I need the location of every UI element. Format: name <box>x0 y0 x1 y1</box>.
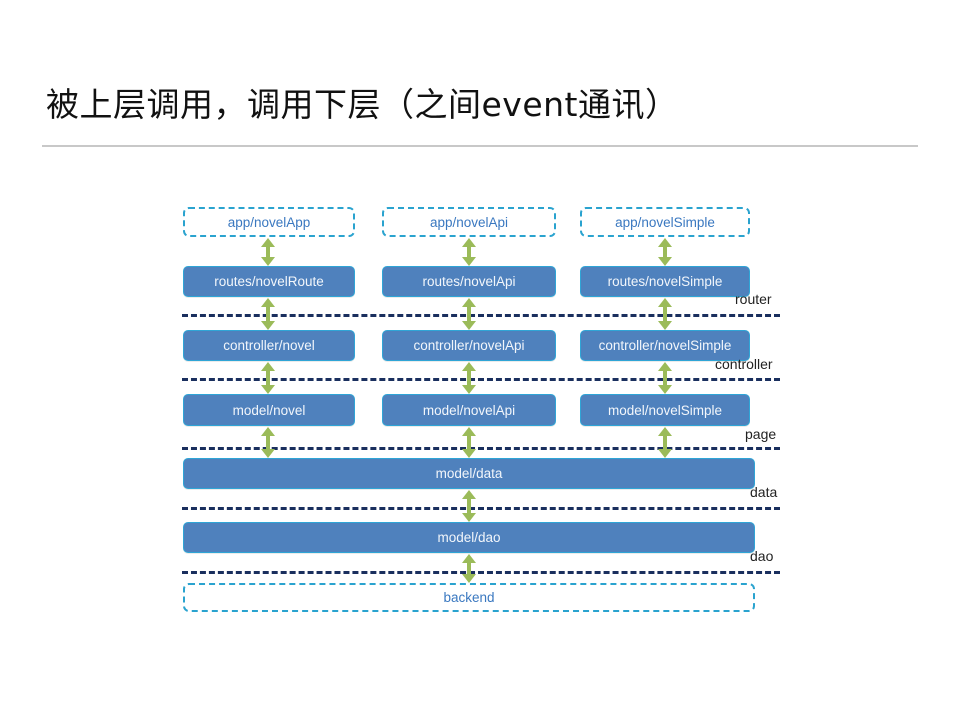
arrow-app-route-col3 <box>658 238 672 266</box>
arrow-dao-backend <box>462 554 476 583</box>
layer-separator-page <box>182 447 780 450</box>
routes-novelsimple-box: routes/novelSimple <box>580 266 750 297</box>
layer-label-page: page <box>745 426 777 442</box>
model-data-box: model/data <box>183 458 755 489</box>
layer-separator-controller <box>182 378 780 381</box>
layer-separator-data <box>182 507 780 510</box>
routes-novelroute-box: routes/novelRoute <box>183 266 355 297</box>
arrow-app-route-col2 <box>462 238 476 266</box>
arrow-data-dao <box>462 490 476 522</box>
layer-label-dao: dao <box>750 548 774 564</box>
arrow-model-data-col3 <box>658 427 672 458</box>
model-novelapi-box: model/novelApi <box>382 394 556 426</box>
layer-separator-dao <box>182 571 780 574</box>
model-novel-box: model/novel <box>183 394 355 426</box>
title-divider <box>42 145 918 147</box>
app-novelapp-box: app/novelApp <box>183 207 355 237</box>
slide-title: 被上层调用，调用下层（之间event通讯） <box>46 85 679 124</box>
arrow-model-data-col2 <box>462 427 476 458</box>
model-novelsimple-box: model/novelSimple <box>580 394 750 426</box>
controller-novel-box: controller/novel <box>183 330 355 361</box>
routes-novelapi-box: routes/novelApi <box>382 266 556 297</box>
layer-label-controller: controller <box>715 356 773 372</box>
backend-box: backend <box>183 583 755 612</box>
arrow-app-route-col1 <box>261 238 275 266</box>
app-novelapi-box: app/novelApi <box>382 207 556 237</box>
controller-novelapi-box: controller/novelApi <box>382 330 556 361</box>
controller-novelsimple-box: controller/novelSimple <box>580 330 750 361</box>
layer-label-router: router <box>735 291 772 307</box>
layer-separator-router <box>182 314 780 317</box>
model-dao-box: model/dao <box>183 522 755 553</box>
app-novelsimple-box: app/novelSimple <box>580 207 750 237</box>
layer-label-data: data <box>750 484 778 500</box>
arrow-model-data-col1 <box>261 427 275 458</box>
